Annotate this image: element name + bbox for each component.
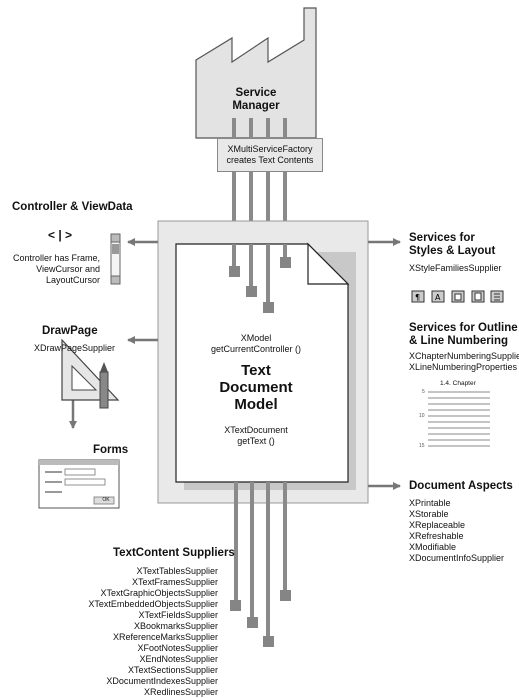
supplier-item: XTextSectionsSupplier — [127, 665, 218, 675]
svg-text:A: A — [435, 293, 441, 302]
model-title-line1: Text — [241, 362, 271, 379]
xtextdocument-label: XTextDocument getText () — [196, 425, 316, 447]
forms-title: Forms — [93, 444, 129, 456]
top-connectors — [232, 244, 287, 304]
suppliers-list: XTextTablesSupplier XTextFramesSupplier … — [60, 566, 218, 698]
model-title-line3: Model — [234, 396, 278, 413]
model-title-line2: Document — [219, 379, 293, 396]
aspect-item: XReplaceable — [409, 520, 466, 530]
chapter-label: 1.4. Chapter — [440, 380, 476, 387]
svg-text:¶: ¶ — [415, 293, 420, 302]
supplier-item: XRedlinesSupplier — [143, 687, 218, 697]
service-manager-title-line1: Service — [235, 87, 277, 99]
supplier-item: XEndNotesSupplier — [139, 654, 218, 664]
outline-item: XChapterNumberingSupplier — [409, 351, 519, 361]
outline-title-line1: Services for Outline — [409, 322, 518, 334]
line-number: 15 — [419, 443, 425, 449]
drawing-tools-icon — [61, 338, 120, 409]
xmodel-label: XModel getCurrentController () — [196, 333, 316, 355]
style-family-icons: ¶ A — [411, 290, 504, 303]
bottom-connector-nodes — [230, 590, 291, 647]
supplier-item: XReferenceMarksSupplier — [112, 632, 218, 642]
factory-box: XMultiServiceFactory creates Text Conten… — [217, 138, 323, 172]
scrollbar-icon — [110, 233, 121, 285]
arrows — [69, 238, 401, 490]
supplier-item: XTextEmbeddedObjectsSupplier — [88, 599, 218, 609]
xmodel-line2: getCurrentController () — [210, 344, 302, 354]
aspect-item: XStorable — [409, 509, 449, 519]
outline-items: XChapterNumberingSupplier XLineNumbering… — [409, 351, 519, 373]
supplier-item: XBookmarksSupplier — [133, 621, 218, 631]
xmodel-line1: XModel — [240, 333, 272, 343]
xtext-line2: getText () — [237, 436, 275, 446]
styles-supplier: XStyleFamiliesSupplier — [409, 263, 502, 273]
model-title: Text Document Model — [196, 362, 316, 413]
outline-item: XLineNumberingProperties — [409, 362, 518, 372]
drawpage-supplier: XDrawPageSupplier — [34, 343, 116, 353]
supplier-item: XFootNotesSupplier — [137, 643, 218, 653]
aspect-item: XDocumentInfoSupplier — [409, 553, 505, 563]
line-number: 5 — [422, 389, 425, 395]
supplier-item: XTextTablesSupplier — [136, 566, 218, 576]
styles-title-line2: Styles & Layout — [409, 245, 496, 257]
factory-line1: XMultiServiceFactory — [227, 144, 313, 154]
supplier-item: XDocumentIndexesSupplier — [106, 676, 218, 686]
drawpage-title: DrawPage — [42, 325, 98, 337]
outline-title: Services for Outline & Line Numbering — [409, 322, 518, 348]
controller-symbol: < | > — [48, 228, 73, 242]
supplier-item: XTextFramesSupplier — [131, 577, 218, 587]
factory-icon — [195, 7, 317, 139]
styles-title: Services for Styles & Layout — [409, 232, 495, 258]
xtext-line1: XTextDocument — [224, 425, 288, 435]
line-number: 10 — [419, 413, 425, 419]
suppliers-title: TextContent Suppliers — [113, 547, 235, 559]
aspect-item: XModifiable — [409, 542, 457, 552]
factory-line2: creates Text Contents — [226, 155, 314, 165]
line-numbering-icon — [428, 391, 490, 447]
form-icon — [38, 459, 120, 509]
top-connector-nodes — [229, 257, 291, 313]
service-manager-title-line2: Manager — [232, 100, 280, 112]
controller-title: Controller & ViewData — [12, 201, 133, 213]
aspects-title: Document Aspects — [409, 480, 513, 492]
aspects-list: XPrintable XStorable XReplaceable XRefre… — [409, 498, 504, 564]
form-ok-label: OK — [102, 497, 110, 503]
aspect-item: XPrintable — [409, 498, 451, 508]
document-icon — [175, 242, 350, 483]
supplier-item: XTextFieldsSupplier — [138, 610, 218, 620]
styles-title-line1: Services for — [409, 232, 475, 244]
controller-desc-line3: LayoutCursor — [45, 275, 100, 285]
controller-desc-line2: ViewCursor and — [36, 264, 100, 274]
controller-desc-line1: Controller has Frame, — [12, 253, 100, 263]
controller-desc: Controller has Frame, ViewCursor and Lay… — [6, 253, 100, 286]
service-manager-title: Service Manager — [214, 87, 298, 113]
aspect-item: XRefreshable — [409, 531, 464, 541]
outline-title-line2: & Line Numbering — [409, 335, 509, 347]
supplier-item: XTextGraphicObjectsSupplier — [100, 588, 218, 598]
bottom-connectors — [234, 482, 287, 640]
